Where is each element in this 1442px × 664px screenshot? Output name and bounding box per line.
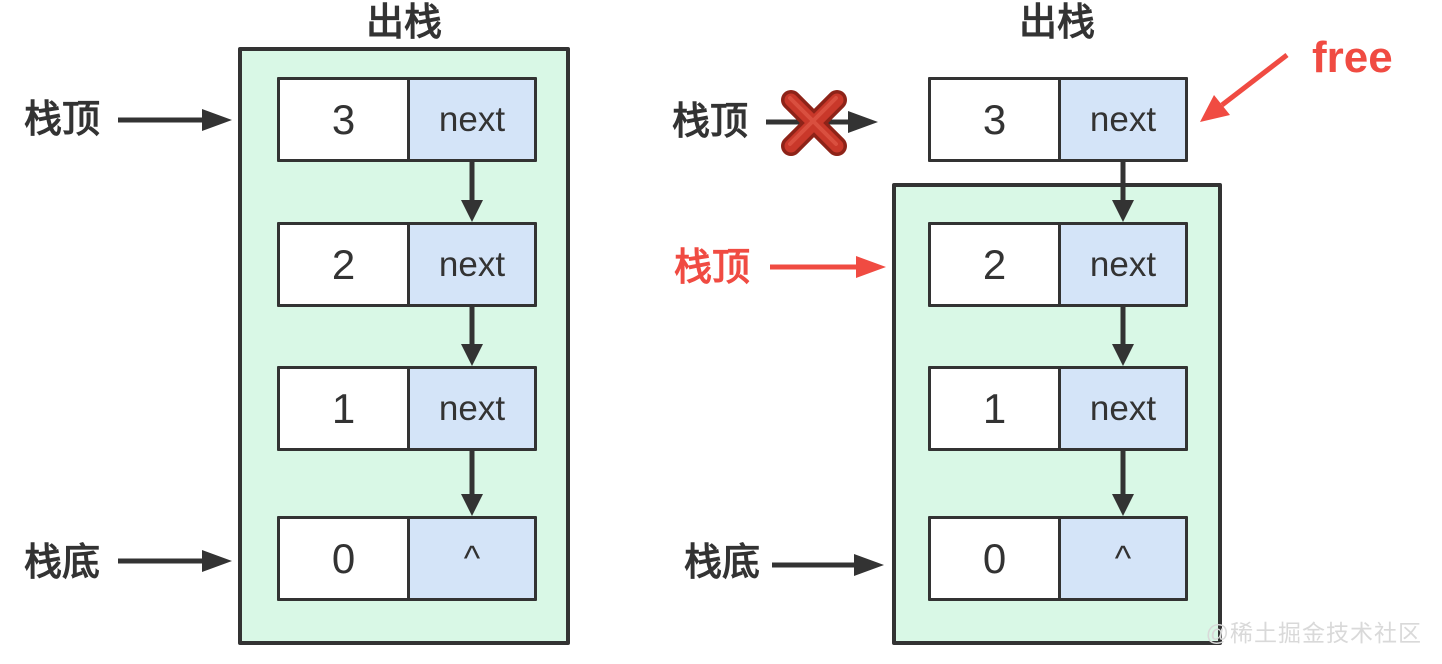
left-stack-bottom-label: 栈底 (24, 542, 101, 584)
right-new-stack-top-arrow (770, 256, 886, 278)
left-next-arrow-3-2 (461, 162, 483, 222)
node-value: 0 (931, 519, 1058, 598)
right-next-arrow-1-0 (1112, 451, 1134, 516)
node-value: 0 (280, 519, 407, 598)
left-node-1: 1 next (277, 366, 537, 451)
free-annotation-arrow (1200, 53, 1289, 122)
node-value: 1 (280, 369, 407, 448)
invalid-pointer-cross-icon (781, 90, 847, 156)
left-node-2: 2 next (277, 222, 537, 307)
node-next-pointer: next (1058, 80, 1185, 159)
right-node-1: 1 next (928, 366, 1188, 451)
right-stack-bottom-label: 栈底 (684, 542, 761, 584)
right-node-2: 2 next (928, 222, 1188, 307)
right-freed-node-3: 3 next (928, 77, 1188, 162)
node-next-pointer: next (407, 369, 534, 448)
left-stack-top-label: 栈顶 (24, 99, 101, 141)
node-next-pointer: next (407, 80, 534, 159)
left-node-0: 0 ^ (277, 516, 537, 601)
left-next-arrow-1-0 (461, 451, 483, 516)
left-diagram-title: 出栈 (365, 2, 442, 44)
node-value: 1 (931, 369, 1058, 448)
right-stack-bottom-arrow (772, 554, 884, 576)
right-node-0: 0 ^ (928, 516, 1188, 601)
right-diagram-title: 出栈 (1018, 2, 1095, 44)
right-next-arrow-3-2 (1112, 162, 1134, 222)
left-stack-bottom-arrow (118, 550, 232, 572)
node-value: 3 (931, 80, 1058, 159)
node-value: 2 (280, 225, 407, 304)
node-value: 2 (931, 225, 1058, 304)
node-value: 3 (280, 80, 407, 159)
left-next-arrow-2-1 (461, 307, 483, 366)
node-next-pointer: next (407, 225, 534, 304)
right-new-stack-top-label: 栈顶 (674, 247, 751, 289)
left-node-3: 3 next (277, 77, 537, 162)
left-stack-top-arrow (118, 109, 232, 131)
right-old-stack-top-label: 栈顶 (672, 101, 749, 143)
node-null-pointer: ^ (1058, 519, 1185, 598)
free-annotation-label: free (1312, 33, 1393, 82)
node-null-pointer: ^ (407, 519, 534, 598)
node-next-pointer: next (1058, 225, 1185, 304)
right-next-arrow-2-1 (1112, 307, 1134, 366)
node-next-pointer: next (1058, 369, 1185, 448)
watermark-text: @稀土掘金技术社区 (1205, 620, 1422, 646)
